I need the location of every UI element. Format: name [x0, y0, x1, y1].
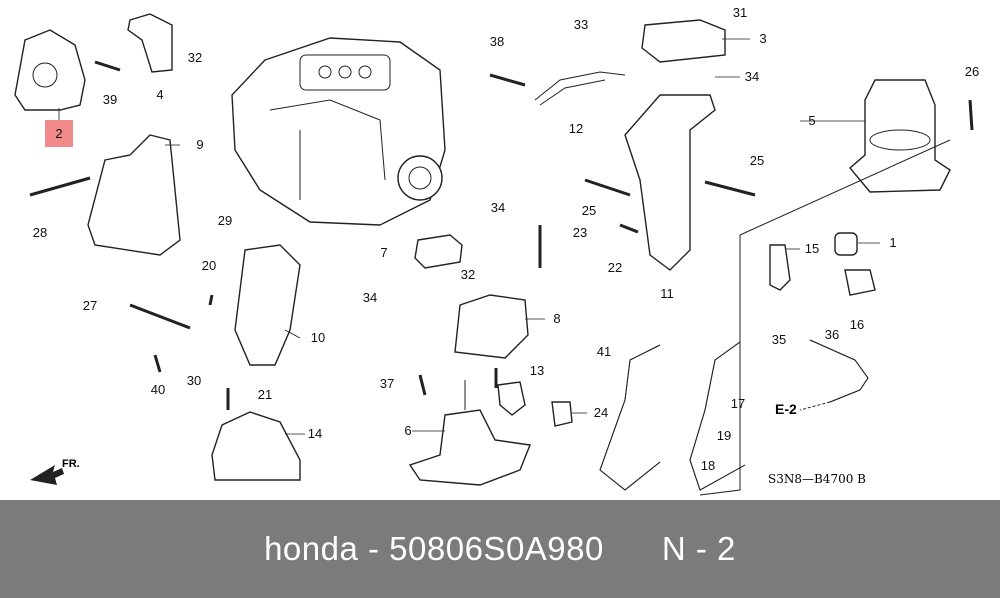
position-code: N - 2 [661, 530, 736, 567]
part-number: 50806S0A980 [389, 530, 604, 567]
part-1-mount [834, 232, 858, 256]
part-3-pad [641, 19, 726, 63]
part-8-bracket [454, 294, 529, 359]
callout-18[interactable]: 18 [701, 458, 715, 473]
part-11-bracket [624, 94, 716, 271]
callout-7[interactable]: 7 [380, 245, 387, 260]
part-24-bushing [551, 401, 573, 427]
part-10-bracket [234, 244, 301, 366]
part-6-mount [408, 380, 531, 486]
callout-28[interactable]: 28 [33, 225, 47, 240]
part-5-mount [849, 79, 951, 193]
callout-25[interactable]: 25 [750, 153, 764, 168]
callout-20[interactable]: 20 [202, 258, 216, 273]
part-7-mount [414, 234, 463, 269]
callout-32[interactable]: 32 [461, 267, 475, 282]
callout-2[interactable]: 2 [55, 126, 62, 141]
callout-37[interactable]: 37 [380, 376, 394, 391]
callout-17[interactable]: 17 [731, 396, 745, 411]
callout-41[interactable]: 41 [597, 344, 611, 359]
callout-31[interactable]: 31 [733, 5, 747, 20]
callout-4[interactable]: 4 [156, 87, 163, 102]
part-15-valve [769, 244, 791, 291]
highlight-box [45, 120, 73, 147]
part-16-bracket [844, 269, 876, 296]
front-label: FR. [62, 458, 80, 470]
callout-39[interactable]: 39 [103, 92, 117, 107]
part-13-bracket [497, 381, 526, 416]
diagram-code: S3N8—B4700 B [768, 472, 866, 486]
callout-3[interactable]: 3 [759, 31, 766, 46]
callout-13[interactable]: 13 [530, 363, 544, 378]
callout-9[interactable]: 9 [196, 137, 203, 152]
callout-34[interactable]: 34 [745, 69, 759, 84]
callout-36[interactable]: 36 [825, 327, 839, 342]
callout-22[interactable]: 22 [608, 260, 622, 275]
spacer [604, 530, 662, 568]
part-4-bracket [127, 13, 173, 73]
callout-15[interactable]: 15 [805, 241, 819, 256]
front-arrow: FR. [30, 458, 80, 485]
callout-16[interactable]: 16 [850, 317, 864, 332]
brand: honda [264, 530, 359, 567]
part-12-bracket [534, 71, 626, 106]
callout-12[interactable]: 12 [569, 121, 583, 136]
callout-11[interactable]: 11 [660, 286, 674, 301]
leader-lines [58, 38, 880, 435]
callout-14[interactable]: 14 [308, 426, 322, 441]
engine-illustration [231, 37, 446, 226]
callout-8[interactable]: 8 [553, 311, 560, 326]
part-9-bracket [87, 134, 181, 256]
callout-19[interactable]: 19 [717, 428, 731, 443]
callout-27[interactable]: 27 [83, 298, 97, 313]
part-14-mount [211, 411, 301, 481]
callout-38[interactable]: 38 [490, 34, 504, 49]
callout-34[interactable]: 34 [363, 290, 377, 305]
callout-34[interactable]: 34 [491, 200, 505, 215]
callout-40[interactable]: 40 [151, 382, 165, 397]
callout-32[interactable]: 32 [188, 50, 202, 65]
callout-26[interactable]: 26 [965, 64, 979, 79]
callout-10[interactable]: 10 [311, 330, 325, 345]
callout-21[interactable]: 21 [258, 387, 272, 402]
parts-diagram: FR. E-2 S3N8—B4700 B 2 39 4 32 9 28 29 20 27 10 40… [14, 5, 979, 496]
callout-24[interactable]: 24 [594, 405, 608, 420]
part-2-mount [14, 29, 86, 111]
callout-29[interactable]: 29 [218, 213, 232, 228]
hoses [599, 139, 951, 496]
callout-1[interactable]: 1 [889, 235, 896, 250]
callout-6[interactable]: 6 [404, 423, 411, 438]
callout-35[interactable]: 35 [772, 332, 786, 347]
ref-label-e2[interactable]: E-2 [775, 401, 797, 417]
separator: - [358, 530, 390, 567]
caption-bar: honda - 50806S0A980 N - 2 [0, 500, 1000, 598]
callout-30[interactable]: 30 [187, 373, 201, 388]
callout-5[interactable]: 5 [808, 113, 815, 128]
callout-25[interactable]: 25 [582, 203, 596, 218]
bolts [29, 60, 974, 410]
callout-33[interactable]: 33 [574, 17, 588, 32]
callout-23[interactable]: 23 [573, 225, 587, 240]
